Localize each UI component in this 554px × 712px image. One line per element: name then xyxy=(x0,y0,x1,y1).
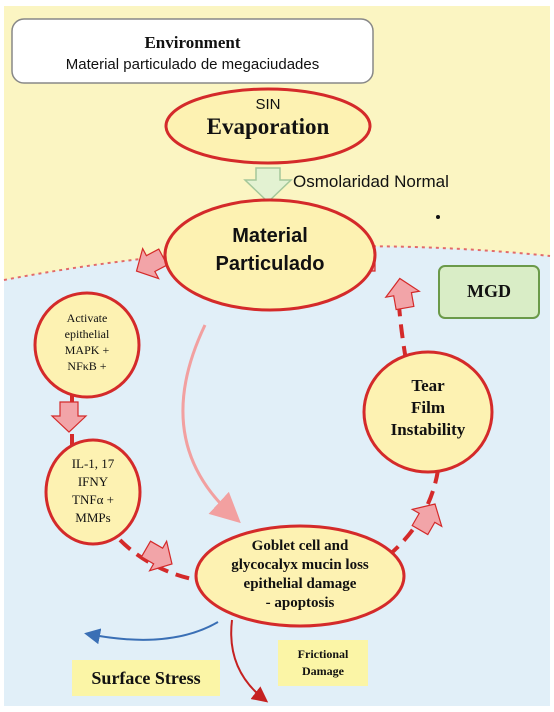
tear-line2: Film xyxy=(411,398,445,417)
stress-arrow-blue xyxy=(84,621,219,645)
frictional-line2: Damage xyxy=(302,664,344,678)
cytokines-line3: TNFα + xyxy=(72,492,114,507)
arrow-activate-to-cytokines xyxy=(50,401,88,433)
environment-box xyxy=(11,18,374,84)
goblet-ellipse xyxy=(194,524,406,628)
center-ellipse xyxy=(163,198,377,312)
mgd-label: MGD xyxy=(467,281,511,301)
frictional-box xyxy=(278,640,368,686)
cytokines-label: IL-1, 17 IFNY TNFα + MMPs xyxy=(45,455,141,527)
frictional-line1: Frictional xyxy=(297,647,349,661)
evaporation-line2: Evaporation xyxy=(206,114,330,139)
cycle-path-bottom-left xyxy=(118,538,197,582)
surface-stress-box xyxy=(72,660,220,696)
arrow-center-to-activate xyxy=(135,246,169,280)
center-line1: Material xyxy=(232,225,308,247)
frictional-label: Frictional Damage xyxy=(278,646,368,680)
activate-line1: Activate xyxy=(66,311,108,325)
activate-label: Activate epithelial MAPK + NFκB + xyxy=(37,310,137,374)
cytokines-line1: IL-1, 17 xyxy=(71,456,115,471)
activate-ellipse xyxy=(33,291,141,399)
center-line2: Particulado xyxy=(215,253,325,275)
arrow-goblet-to-tear xyxy=(410,503,443,536)
goblet-label: Goblet cell and glycocalyx mucin loss ep… xyxy=(196,537,404,613)
evaporation-line1: SIN xyxy=(255,96,281,113)
evaporation-ellipse xyxy=(164,87,372,165)
cytokines-ellipse xyxy=(44,438,142,546)
decorative-dot xyxy=(436,215,440,219)
activate-line4: NFκB + xyxy=(67,359,107,373)
goblet-line1: Goblet cell and xyxy=(251,538,349,554)
goblet-line3: epithelial damage xyxy=(243,576,357,592)
activate-line2: epithelial xyxy=(64,327,110,341)
tear-line1: Tear xyxy=(411,376,445,395)
tear-label: Tear Film Instability xyxy=(368,375,488,441)
stress-arrow-red xyxy=(230,619,269,703)
osmolarity-down-arrow xyxy=(243,167,293,204)
environment-subtitle: Material particulado de megaciudades xyxy=(65,56,320,73)
cytokines-line2: IFNY xyxy=(77,474,109,489)
goblet-line4: - apoptosis xyxy=(265,595,335,611)
arrow-cytokines-to-goblet xyxy=(140,539,173,572)
arrow-tear-to-center xyxy=(384,277,421,311)
osmolarity-label: Osmolaridad Normal xyxy=(293,172,449,191)
environment-title: Environment xyxy=(144,33,241,52)
activate-line3: MAPK + xyxy=(64,343,110,357)
cycle-path-right xyxy=(396,291,408,361)
surface-stress-label: Surface Stress xyxy=(91,668,201,688)
inner-curved-arrow xyxy=(181,324,241,524)
cytokines-line4: MMPs xyxy=(75,510,111,525)
goblet-line2: glycocalyx mucin loss xyxy=(231,557,369,573)
tear-line3: Instability xyxy=(390,420,466,439)
tear-ellipse xyxy=(362,350,494,474)
mgd-box xyxy=(438,265,540,319)
